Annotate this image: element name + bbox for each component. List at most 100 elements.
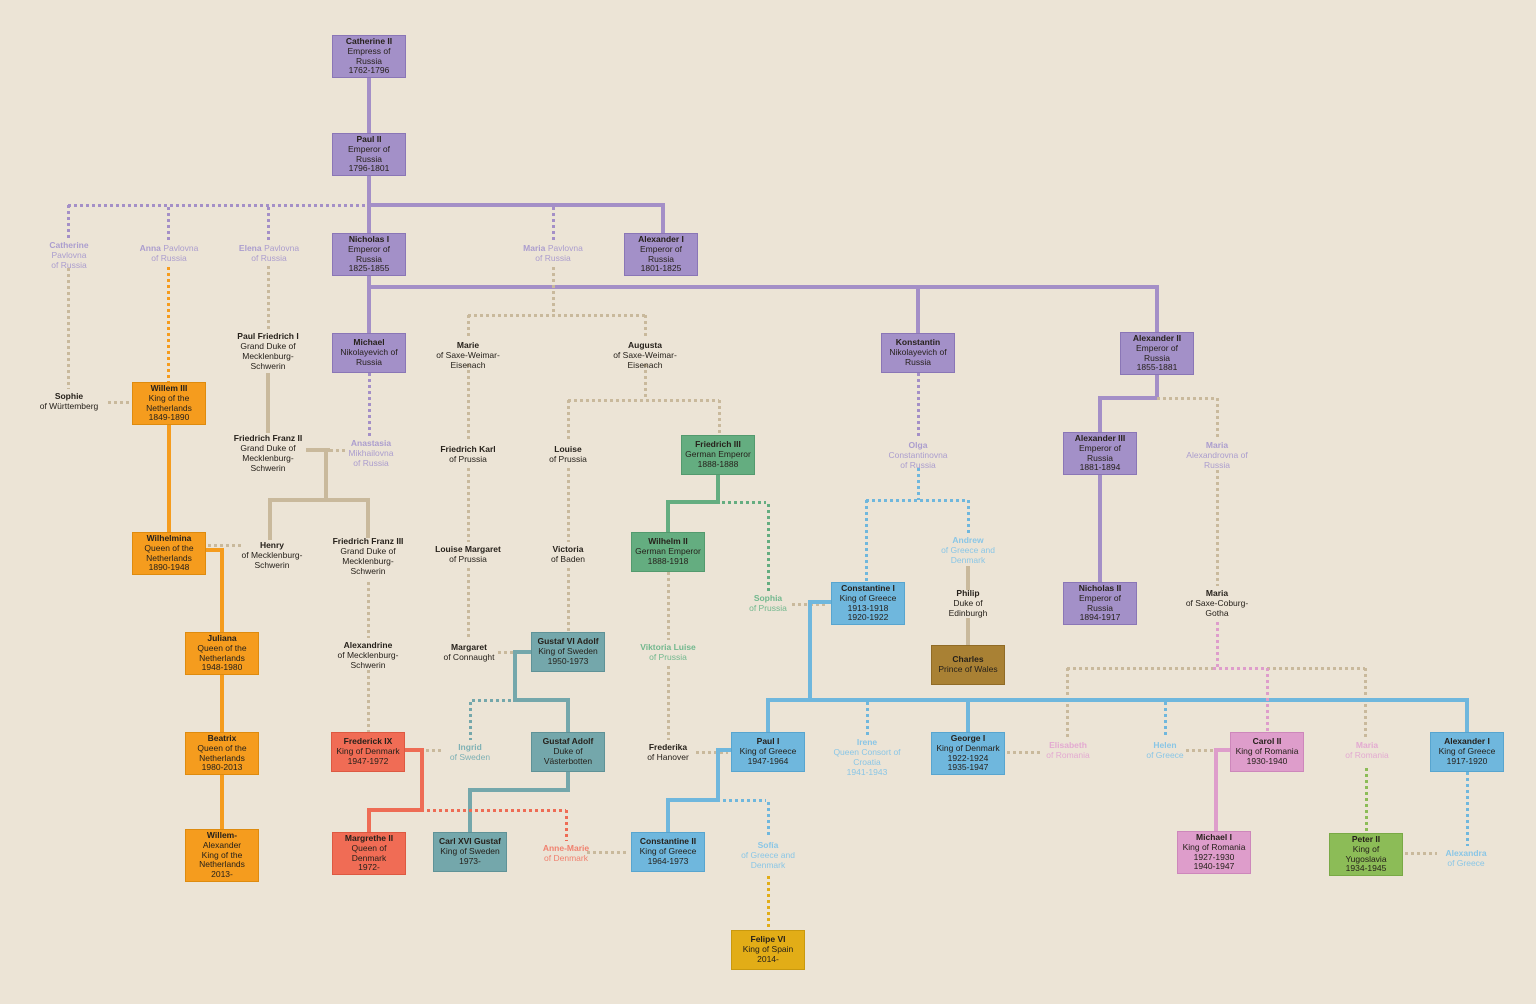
- person-detail: Västerbotten: [543, 755, 593, 766]
- person-detail: Denmark: [750, 860, 786, 870]
- person-name: Paul Friedrich I: [237, 331, 299, 341]
- edge-bs6-seg0: [716, 748, 733, 752]
- person-detail: Gotha: [1205, 608, 1229, 618]
- edge-os2-seg0: [204, 548, 224, 552]
- person-name: Wilhelmina: [146, 533, 192, 543]
- person-name: Frederick IX: [343, 736, 393, 747]
- person-name: Friedrich III: [695, 439, 741, 450]
- person-detail: Queen of: [351, 842, 387, 853]
- edge-td15-seg1: [568, 398, 719, 402]
- edge-tes1-seg1: [513, 650, 517, 702]
- person-detail: of Prussia: [449, 454, 487, 464]
- person-detail: Russia: [356, 356, 382, 367]
- person-name: Paul II: [356, 134, 382, 144]
- edge-ps6-seg0: [916, 285, 920, 335]
- person-name: Margaret: [451, 642, 487, 652]
- person-detail: of Prussia: [549, 454, 587, 464]
- edge-td2-seg0: [108, 400, 130, 404]
- edge-td16-seg0: [566, 468, 570, 542]
- edge-ts2-seg0: [306, 448, 330, 452]
- person-name: Nicholas II: [1078, 583, 1122, 593]
- person-detail: 1948-1980: [201, 662, 243, 673]
- person-detail: of Russia: [151, 253, 187, 263]
- edge-pd6-seg0: [916, 373, 920, 437]
- person-detail: Netherlands: [199, 652, 245, 663]
- person-detail: King of Denmark: [336, 746, 400, 757]
- person-detail: of Württemberg: [39, 401, 99, 411]
- person-detail: 1947-1972: [347, 755, 389, 766]
- edge-ts5-seg0: [966, 566, 970, 590]
- edge-td7-seg0: [366, 670, 370, 732]
- person-detail: of Saxe-Weimar-: [436, 350, 500, 360]
- person-detail: of Greece: [1146, 750, 1184, 760]
- edge-pd2-seg0: [166, 207, 170, 240]
- person-name: Maria: [1205, 440, 1229, 450]
- person-detail: Alexander: [202, 839, 242, 850]
- person-name: Alexandrine: [343, 640, 393, 650]
- edge-td25-seg0: [1157, 396, 1217, 400]
- edge-ps3-seg0: [367, 203, 665, 207]
- person-detail: Constantinovna: [888, 450, 948, 460]
- edge-ps7-seg0: [1155, 285, 1159, 334]
- person-detail: Russia: [356, 253, 382, 264]
- edge-td1-seg0: [66, 268, 70, 389]
- person-detail: 1940-1947: [1193, 861, 1235, 872]
- person-name: Gustaf VI Adolf: [537, 636, 599, 647]
- edge-bd6-seg0: [766, 802, 770, 838]
- person-detail: of Russia: [353, 458, 389, 468]
- edge-tes2-seg0: [513, 698, 570, 702]
- person-detail: 1888-1918: [647, 555, 689, 566]
- person-detail: Russia: [1087, 452, 1113, 463]
- edge-pd1-seg0: [66, 205, 70, 240]
- person-name: Louise: [554, 444, 582, 454]
- edge-pkd1-seg0: [1215, 622, 1219, 668]
- person-name: Carol II: [1252, 736, 1282, 747]
- person-detail: Denmark: [950, 555, 986, 565]
- edge-td18-seg0: [666, 572, 670, 640]
- person-detail: Croatia: [853, 757, 881, 767]
- edge-td17-seg0: [566, 568, 570, 632]
- person-detail: 1913-1918: [847, 602, 889, 613]
- edge-td28-seg0: [1267, 666, 1365, 670]
- person-detail: Russia: [356, 55, 382, 66]
- person-detail: Emperor of: [1078, 592, 1122, 603]
- person-detail: Emperor of: [1135, 342, 1179, 353]
- person-name: Alexander I: [1444, 736, 1490, 747]
- person-detail: Nikolayevich of: [889, 347, 947, 358]
- person-detail: 1950-1973: [547, 655, 589, 666]
- edge-td19-seg0: [666, 666, 670, 740]
- edge-td9-seg2: [643, 315, 647, 338]
- person-detail: 1964-1973: [647, 855, 689, 866]
- person-detail: 1980-2013: [201, 762, 243, 773]
- edge-ps3-seg1: [661, 203, 665, 235]
- edge-tes2-seg1: [566, 698, 570, 734]
- edge-god1-seg0: [766, 876, 770, 930]
- edge-os2-seg1: [220, 548, 224, 634]
- person-name: Louise Margaret: [435, 544, 501, 554]
- person-detail: 1894-1917: [1079, 612, 1121, 623]
- person-detail: of Greece: [1447, 858, 1485, 868]
- person-detail: King of: [1352, 843, 1380, 854]
- edge-pd5-seg0: [367, 373, 371, 436]
- person-name: Maria: [523, 243, 546, 253]
- person-detail: Schwerin: [250, 463, 286, 473]
- person-detail: Empress of: [347, 45, 391, 56]
- person-detail: of Romania: [1046, 750, 1090, 760]
- person-name: Beatrix: [207, 733, 237, 743]
- person-detail: Duke of: [953, 598, 983, 608]
